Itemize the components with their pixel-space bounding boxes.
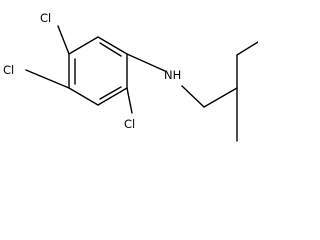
cl-top-label: Cl <box>40 11 51 25</box>
alkyl-chain <box>181 41 258 142</box>
ring-bond-1 <box>97 36 128 55</box>
ring-bond-3 <box>97 87 128 106</box>
ring-double-bond-2 <box>99 86 122 100</box>
bond-to-amine <box>126 53 166 72</box>
ring-bond-6 <box>68 36 99 55</box>
ring-double-bond-1 <box>99 42 122 57</box>
bond-to-cl-left <box>25 69 70 89</box>
bond-to-cl-top <box>57 25 70 55</box>
chain-bond-4 <box>236 41 258 56</box>
ring-bond-4 <box>68 87 99 106</box>
amine-label: NH <box>164 68 181 82</box>
benzene-ring <box>68 36 128 106</box>
bond-to-cl-bottom <box>126 87 133 114</box>
chain-bond-1 <box>181 85 205 108</box>
molecule-diagram: Cl Cl Cl NH <box>3 11 258 142</box>
cl-bottom-label: Cl <box>124 117 135 131</box>
cl-left-label: Cl <box>3 63 14 77</box>
chain-bond-2 <box>203 87 238 108</box>
structure-canvas: Cl Cl Cl NH <box>3 11 258 142</box>
